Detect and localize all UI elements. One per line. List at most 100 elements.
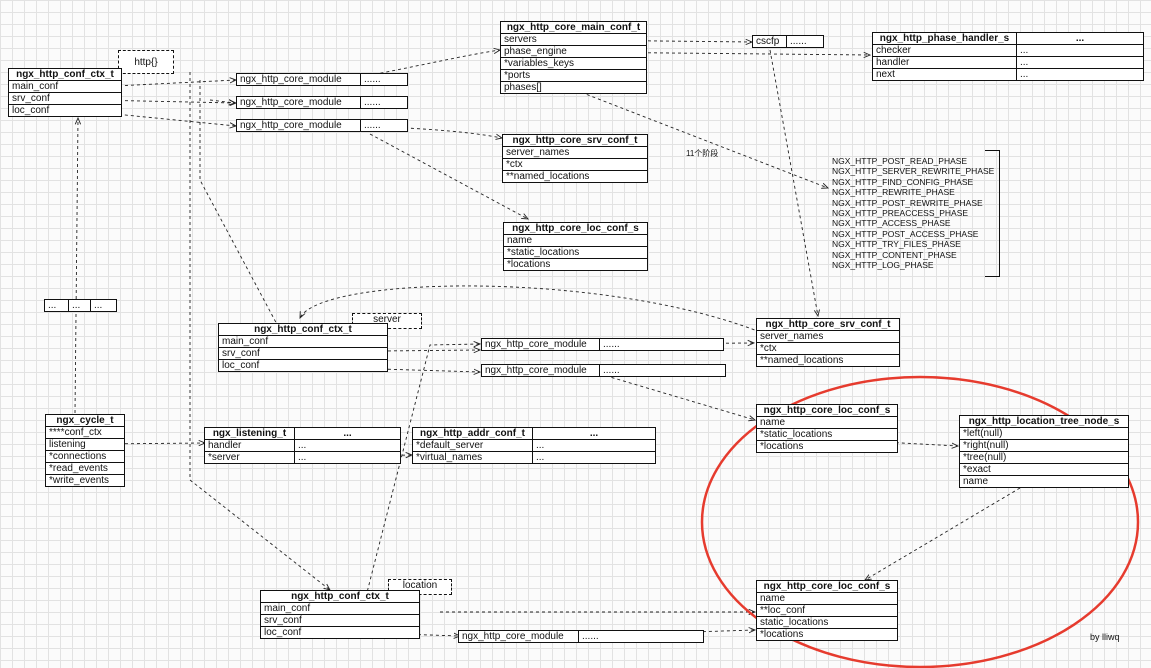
phase-item: NGX_HTTP_CONTENT_PHASE [832,249,957,260]
field-value: ... [1020,69,1029,80]
field-left: *left(null) [960,428,1128,440]
core-module-ref-server-loc: ngx_http_core_module ...... [481,364,726,377]
array-cell: ... [94,300,103,311]
field-connections: *connections [46,451,124,463]
core-main-conf-struct: ngx_http_core_main_conf_t servers phase_… [500,21,647,94]
cscfp-cell: cscfp [753,36,787,47]
struct-title: ngx_http_conf_ctx_t [261,591,419,603]
field-main-conf: main_conf [219,336,387,348]
module-rest: ...... [364,120,381,131]
struct-title: ngx_http_core_main_conf_t [501,22,646,34]
field-phase-engine: phase_engine [501,46,646,58]
core-loc-conf-struct: ngx_http_core_loc_conf_s name *static_lo… [503,222,648,271]
struct-title: ngx_http_core_srv_conf_t [503,135,647,147]
field-loc-conf: loc_conf [264,627,302,638]
field-srv-conf: srv_conf [219,348,387,360]
struct-title: ngx_http_core_loc_conf_s [504,223,647,235]
field-locations: *locations [760,629,804,640]
field-name: name [757,417,897,429]
http-block-tag: http{} [118,50,174,74]
core-module-ref-srv: ngx_http_core_module ...... [236,96,408,109]
field-name: name [963,476,989,487]
field-loc-conf: loc_conf [12,105,50,116]
module-name: ngx_http_core_module [237,120,361,131]
field-handler: handler [205,440,295,452]
field-ctx: *ctx [503,159,647,171]
listening-struct: ngx_listening_t ... handler ... *server … [204,427,401,464]
phase-item: NGX_HTTP_ACCESS_PHASE [832,218,951,229]
author-credit: by lliwq [1090,632,1120,642]
phase-list: NGX_HTTP_POST_READ_PHASE NGX_HTTP_SERVER… [832,156,994,270]
field-conf-ctx: ****conf_ctx [46,427,124,439]
field-phases: phases[] [504,82,542,93]
field-static-locations: static_locations [757,617,897,629]
field-ports: *ports [501,70,646,82]
field-locations: *locations [760,441,804,452]
http-conf-ctx-struct: ngx_http_conf_ctx_t main_conf srv_conf l… [8,68,122,117]
field-named-locations: **named_locations [506,171,590,182]
phase-item: NGX_HTTP_SERVER_REWRITE_PHASE [832,166,995,177]
core-srv-conf-struct-2: ngx_http_core_srv_conf_t server_names *c… [756,318,900,367]
field-virtual-names: *virtual_names [413,452,533,463]
module-rest: ...... [364,74,381,85]
module-rest: ...... [603,339,620,350]
field-loc-conf: loc_conf [222,360,260,371]
core-module-ref-loc: ngx_http_core_module ...... [236,119,408,132]
cscfp-array: cscfp ...... [752,35,824,48]
struct-title-extra: ... [295,428,400,440]
struct-title: ngx_http_core_srv_conf_t [757,319,899,331]
module-name: ngx_http_core_module [237,74,361,85]
field-loc-conf: **loc_conf [757,605,897,617]
core-module-ref-location: ngx_http_core_module ...... [458,630,704,643]
core-module-ref-server-srv: ngx_http_core_module ...... [481,338,724,351]
core-loc-conf-struct-3: ngx_http_core_loc_conf_s name **loc_conf… [756,580,898,641]
field-srv-conf: srv_conf [261,615,419,627]
field-named-locations: **named_locations [760,355,844,366]
module-name: ngx_http_core_module [459,631,579,642]
field-tree: *tree(null) [960,452,1128,464]
struct-title-extra: ... [1017,33,1143,45]
field-right: *right(null) [960,440,1128,452]
field-server: *server [205,452,295,463]
field-main-conf: main_conf [9,81,121,93]
array-cell: ... [45,300,69,311]
module-rest: ...... [364,97,381,108]
struct-title: ngx_http_conf_ctx_t [9,69,121,81]
stage-note: 11个阶段 [686,149,719,158]
phase-handler-struct: ngx_http_phase_handler_s ... checker ...… [872,32,1144,81]
struct-title: ngx_cycle_t [46,415,124,427]
field-srv-conf: srv_conf [9,93,121,105]
field-main-conf: main_conf [261,603,419,615]
field-value: ... [298,452,307,463]
field-exact: *exact [960,464,1128,476]
phase-item: NGX_HTTP_LOG_PHASE [832,260,934,271]
field-read-events: *read_events [46,463,124,475]
core-module-ref-main: ngx_http_core_module ...... [236,73,408,86]
field-servers: servers [501,34,646,46]
phase-item: NGX_HTTP_POST_READ_PHASE [832,156,968,166]
phase-item: NGX_HTTP_TRY_FILES_PHASE [832,239,961,250]
field-default-server: *default_server [413,440,533,452]
core-srv-conf-struct: ngx_http_core_srv_conf_t server_names *c… [502,134,648,183]
small-array: ... ... ... [44,299,117,312]
cycle-struct: ngx_cycle_t ****conf_ctx listening *conn… [45,414,125,487]
field-ctx: *ctx [757,343,899,355]
struct-title-extra: ... [533,428,655,440]
field-write-events: *write_events [49,475,110,486]
field-variables-keys: *variables_keys [501,58,646,70]
core-loc-conf-struct-2: ngx_http_core_loc_conf_s name *static_lo… [756,404,898,453]
struct-title: ngx_http_phase_handler_s [873,33,1017,45]
field-listening: listening [46,439,124,451]
field-value: ... [536,452,545,463]
field-locations: *locations [507,259,551,270]
phase-item: NGX_HTTP_POST_ACCESS_PHASE [832,228,979,239]
struct-title: ngx_http_conf_ctx_t [219,324,387,336]
phase-list-bracket [985,150,1000,277]
phase-item: NGX_HTTP_PREACCESS_PHASE [832,208,969,219]
field-value: ... [295,440,400,452]
struct-title: ngx_http_core_loc_conf_s [757,581,897,593]
struct-title: ngx_http_location_tree_node_s [960,416,1128,428]
field-value: ... [1017,57,1143,69]
field-value: ... [533,440,655,452]
